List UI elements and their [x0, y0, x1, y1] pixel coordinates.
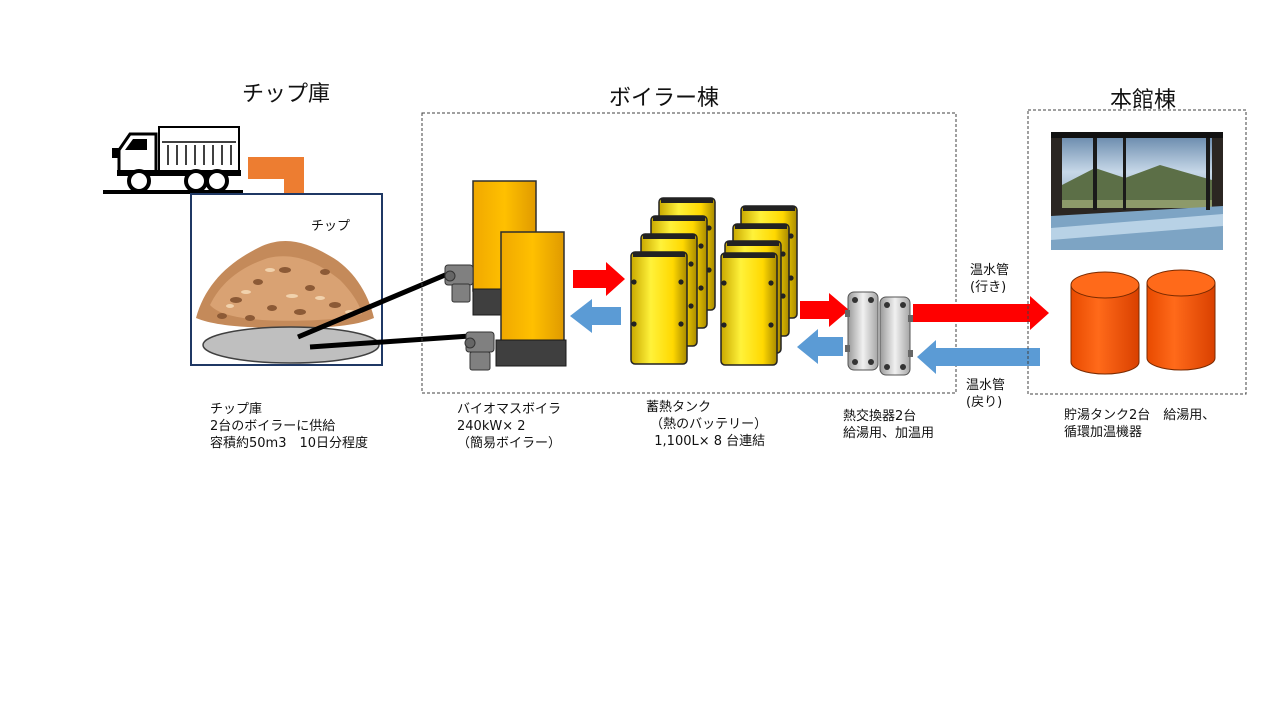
cold-arrow-tank-to-boiler — [570, 299, 621, 333]
hot-water-storage-tank-icon — [1070, 269, 1216, 375]
hot-water-return-arrow — [917, 340, 1040, 374]
onsen-bath-photo — [1051, 132, 1223, 250]
caption-boiler: バイオマスボイラ 240kW× 2 （簡易ボイラー） — [457, 402, 562, 451]
truck-icon — [103, 126, 243, 194]
chip-label: チップ — [311, 219, 351, 234]
heat-storage-tank-group — [630, 197, 798, 366]
wood-chip-pile-image — [196, 241, 374, 328]
cold-arrow-exchanger-to-tank — [797, 329, 843, 364]
section-title-boiler-building: ボイラー棟 — [609, 86, 720, 111]
hot-water-out-label: 温水管 (行き) — [970, 263, 1010, 295]
caption-chip-store: チップ庫 2台のボイラーに供給 容積約50m3 10日分程度 — [210, 402, 369, 451]
feed-line-lower — [309, 333, 471, 350]
hot-water-out-arrow — [913, 296, 1049, 330]
caption-storage: 貯湯タンク2台 給湯用、 循環加温機器 — [1064, 408, 1216, 440]
hot-arrow-tank-to-exchanger — [800, 293, 849, 327]
caption-exchanger: 熱交換器2台 給湯用、加温用 — [843, 409, 935, 441]
hot-water-return-label: 温水管 (戻り) — [966, 378, 1006, 410]
section-title-main-building: 本館棟 — [1110, 88, 1177, 113]
heat-storage-tank-icon — [720, 252, 778, 366]
feed-line-upper — [297, 267, 458, 340]
plate-heat-exchanger-icon — [845, 291, 913, 376]
boiler-building-frame — [421, 112, 957, 394]
biomass-boiler-icon — [444, 180, 567, 371]
main-building-frame — [1027, 109, 1247, 395]
chip-floor-disc — [202, 326, 380, 364]
hot-arrow-boiler-to-tank — [573, 262, 625, 296]
heat-storage-tank-icon — [630, 251, 688, 365]
section-title-chip-store: チップ庫 — [242, 82, 331, 107]
caption-tank: 蓄熱タンク （熱のバッテリー） 1,100L× 8 台連結 — [646, 400, 768, 449]
